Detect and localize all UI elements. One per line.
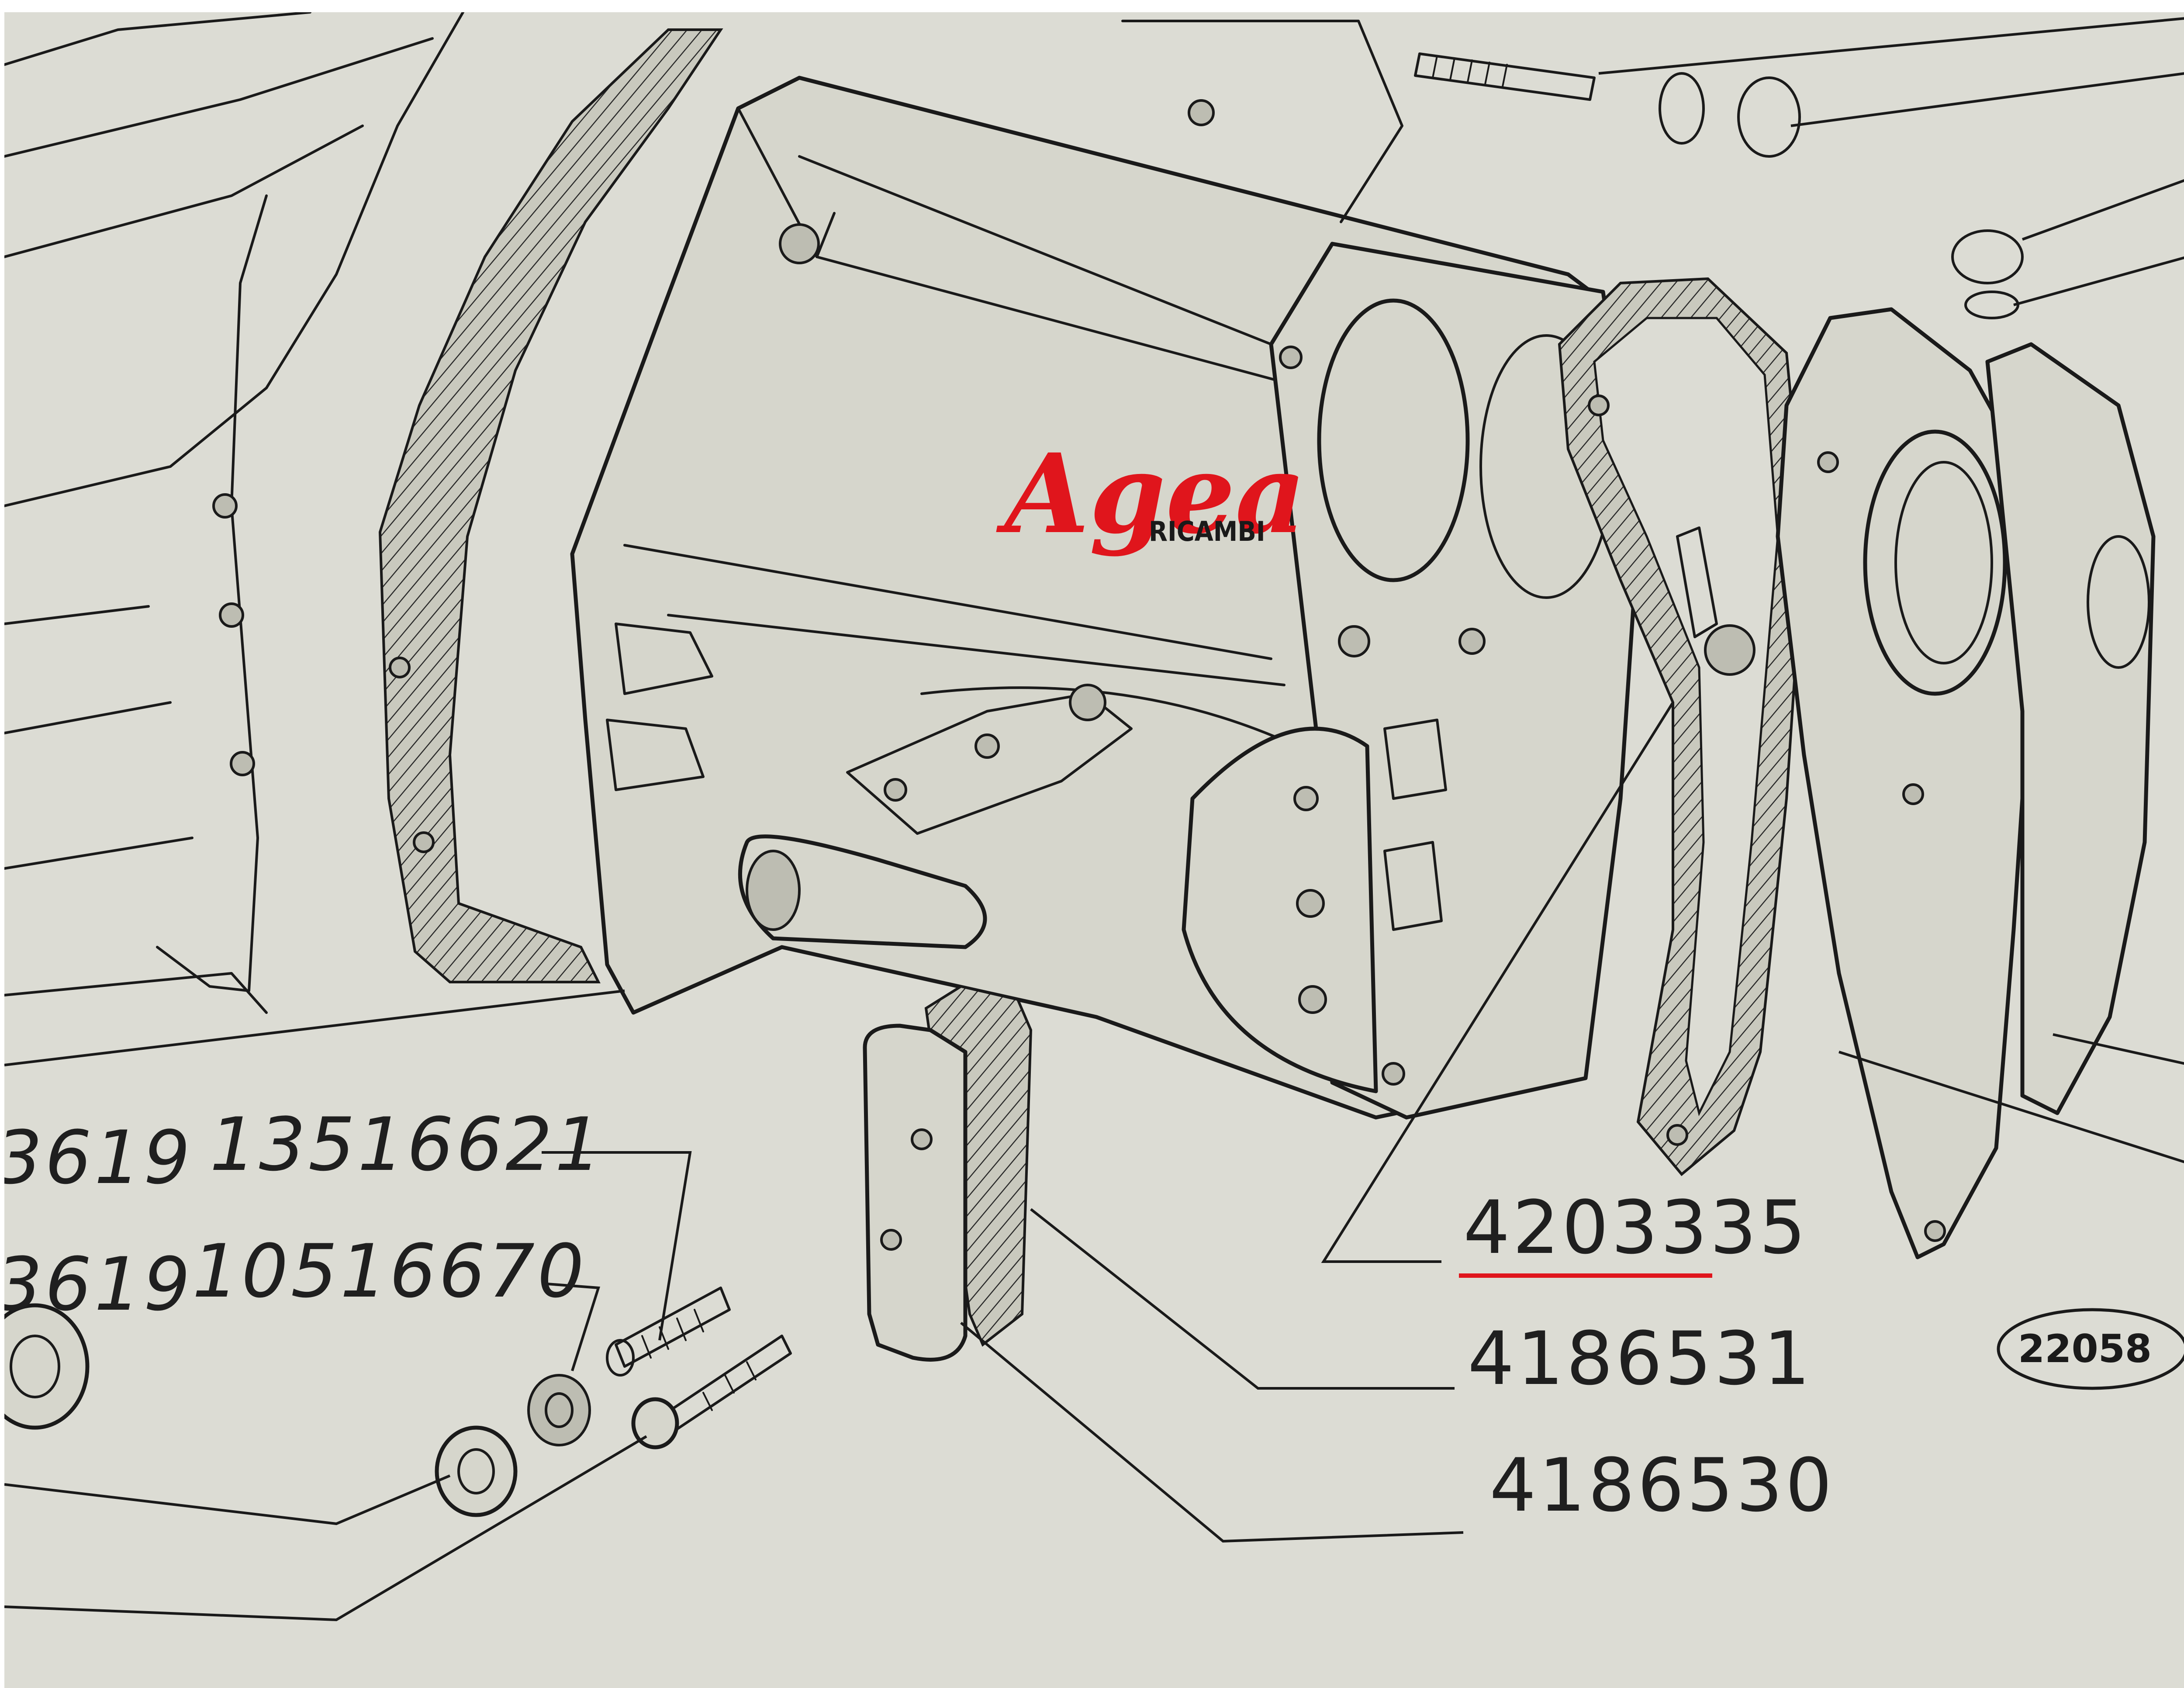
side-brackets: [863, 985, 1033, 1362]
agea-ricambi-logo: Agea RICAMBI: [996, 429, 1306, 558]
flange-gasket-left: [378, 28, 723, 983]
logo-brand: Agea: [996, 429, 1306, 558]
gasket-4203335: [1558, 277, 1806, 1176]
part-number-prefix-lower: 3619: [4, 1242, 193, 1327]
part-number-13516621: 13516621: [210, 1102, 604, 1187]
front-cover: [1776, 307, 2184, 1259]
leader-lines: [4, 702, 1674, 1622]
part-number-4186531: 4186531: [1468, 1316, 1813, 1401]
catalog-page: 3619 13516621 3619 10516670 4203335 4186…: [4, 12, 2184, 1688]
part-number-4203335: 4203335: [1463, 1185, 1808, 1270]
part-number-4186530: 4186530: [1489, 1442, 1835, 1528]
exploded-parts-diagram: 3619 13516621 3619 10516670 4203335 4186…: [4, 12, 2184, 1622]
main-housing: [570, 20, 1640, 1120]
part-number-labels: 3619 13516621 3619 10516670 4203335 4186…: [4, 1102, 2184, 1528]
part-number-10516670: 10516670: [192, 1228, 587, 1314]
reference-code: 22058: [2018, 1326, 2152, 1371]
top-hardware: [1414, 17, 2184, 319]
part-number-prefix-upper: 3619: [4, 1115, 193, 1200]
small-fasteners: [4, 1287, 792, 1517]
reference-oval: [1997, 1308, 2184, 1390]
logo-sub: RICAMBI: [1149, 515, 1265, 547]
left-housing: [4, 12, 464, 1014]
